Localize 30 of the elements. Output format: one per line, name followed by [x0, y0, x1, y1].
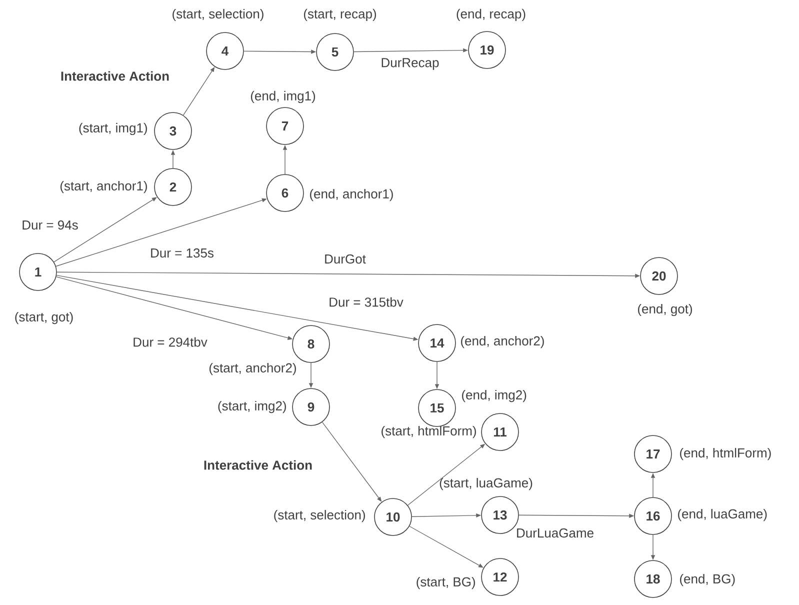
node-caption: (start, selection): [172, 8, 264, 22]
node-caption: (end, htmlForm): [680, 448, 771, 460]
node-caption: (end, img2): [462, 390, 526, 402]
edge-label: DurRecap: [380, 57, 440, 71]
edge-label: Dur = 94s: [20, 219, 80, 231]
node-caption: (end, got): [638, 304, 692, 316]
edge-label: Dur = 294tbv: [132, 336, 208, 348]
node-caption: (end, anchor1): [310, 188, 393, 202]
edge-label: DurGot: [323, 253, 367, 265]
node-caption: (start, selection): [274, 510, 365, 522]
node-caption: (start, anchor1): [60, 180, 147, 194]
node-caption: (start, luaGame): [440, 478, 532, 490]
node-caption: (start, img1): [79, 122, 147, 136]
edge-label: Dur = 315tbv: [328, 296, 404, 308]
node-caption: (end, recap): [456, 8, 526, 22]
node-caption: (end, anchor2): [461, 336, 544, 348]
node-caption: (start, htmlForm): [382, 426, 476, 438]
arrow: [409, 526, 484, 568]
node-caption: (start, got): [15, 312, 73, 324]
arrow: [54, 197, 157, 262]
node-caption: (end, img1): [250, 90, 316, 104]
node-caption: (start, anchor2): [209, 362, 296, 376]
section-label: Interactive Action: [61, 71, 169, 81]
node-caption: (start, img2): [218, 400, 286, 414]
node-caption: (start, BG): [416, 576, 475, 590]
node-caption: (end, BG): [680, 574, 735, 586]
node-caption: (start, recap): [304, 8, 376, 22]
node-caption: (end, luaGame): [678, 508, 767, 522]
edge-label: Dur = 135s: [149, 247, 215, 259]
section-label: Interactive Action: [204, 460, 312, 470]
